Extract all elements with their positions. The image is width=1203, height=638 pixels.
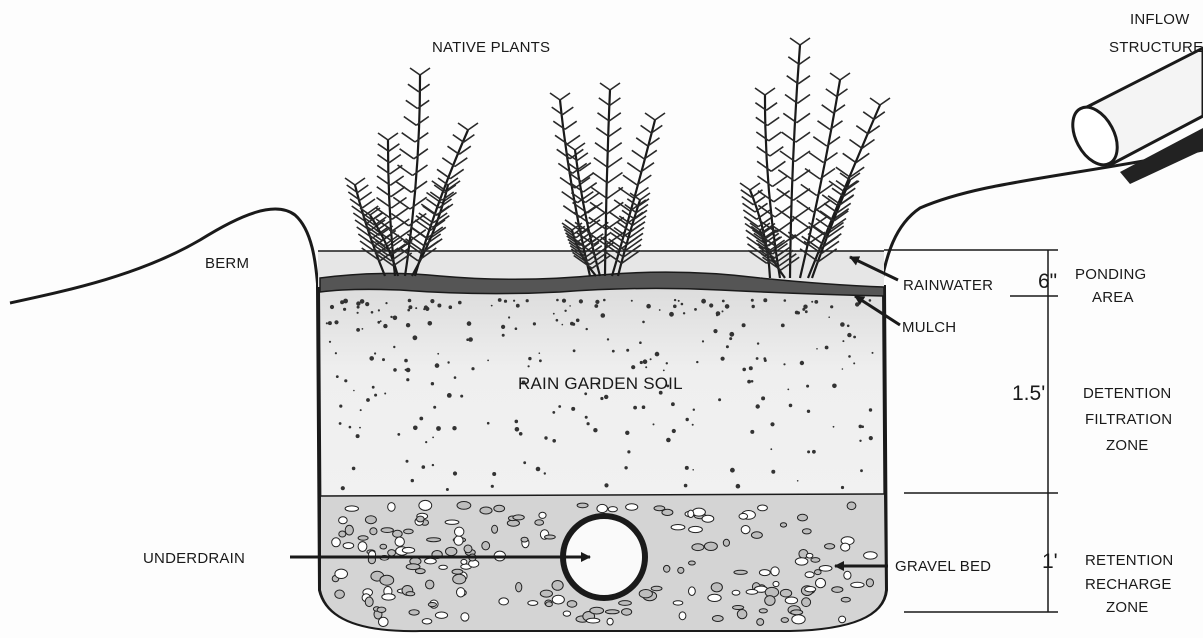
detention-line3: ZONE xyxy=(1106,437,1148,454)
gravel-bed-label: GRAVEL BED xyxy=(895,558,991,575)
detention-depth: 1.5' xyxy=(1012,382,1045,405)
retention-line1: RETENTION xyxy=(1085,552,1173,569)
ponding-line1: PONDING xyxy=(1075,266,1146,283)
berm-label: BERM xyxy=(205,255,249,272)
ponding-depth: 6" xyxy=(1038,270,1057,293)
retention-line2: RECHARGE xyxy=(1085,576,1172,593)
ponding-line2: AREA xyxy=(1092,289,1134,306)
ground-line-left xyxy=(10,209,318,303)
native-plants-label: NATIVE PLANTS xyxy=(432,39,550,56)
retention-line3: ZONE xyxy=(1106,599,1148,616)
retention-depth: 1' xyxy=(1042,550,1058,573)
rainwater-label: RAINWATER xyxy=(903,277,993,294)
detention-line2: FILTRATION xyxy=(1085,411,1172,428)
detention-line1: DETENTION xyxy=(1083,385,1171,402)
inflow-label-line1: INFLOW xyxy=(1130,11,1190,28)
mulch-label: MULCH xyxy=(902,319,956,336)
inflow-label-line2: STRUCTURE xyxy=(1109,39,1203,56)
rain-garden-soil-label: RAIN GARDEN SOIL xyxy=(518,374,683,393)
native-plants xyxy=(345,38,890,278)
underdrain-label: UNDERDRAIN xyxy=(143,550,245,567)
